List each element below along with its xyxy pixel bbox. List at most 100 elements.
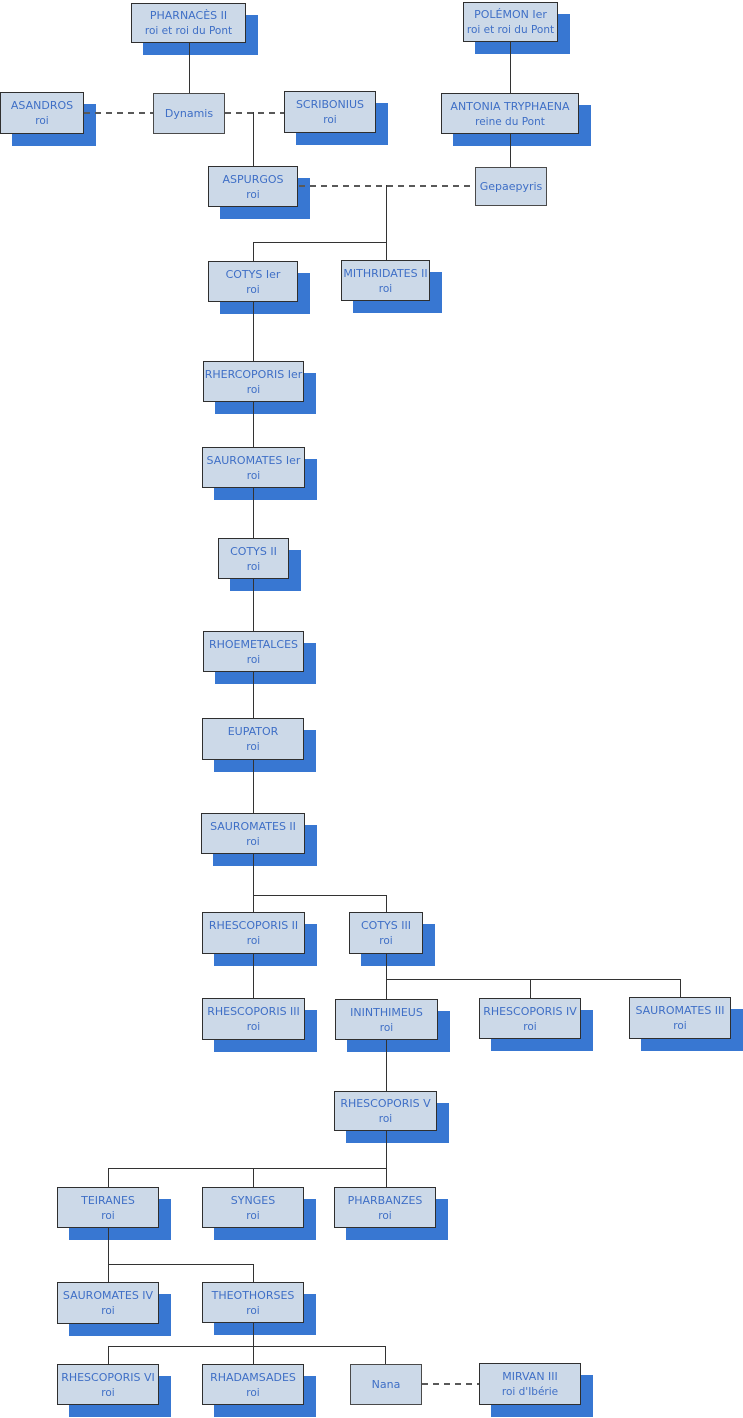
person-name: SAUROMATES II bbox=[210, 819, 296, 833]
connector-branch-nana bbox=[385, 1346, 386, 1364]
node-asandros: ASANDROS roi bbox=[0, 92, 84, 134]
connector-branch-sauromates4 bbox=[108, 1264, 109, 1282]
person-name: RHESCOPORIS II bbox=[208, 919, 299, 932]
person-name: PHARNACÈS II bbox=[149, 9, 228, 22]
connector-cotys1-rhercoporis1 bbox=[253, 302, 254, 361]
connector-branch-synges bbox=[253, 1168, 254, 1187]
node-rhescoporis-vi: RHESCOPORIS VI roi bbox=[57, 1364, 159, 1405]
node-eupator: EUPATOR roi bbox=[202, 718, 304, 760]
node-mirvan-iii: MIRVAN III roi d'Ibérie bbox=[479, 1363, 581, 1405]
connector-pharnaces-dynamis bbox=[189, 43, 190, 93]
connector-cotys3-drop bbox=[386, 954, 387, 979]
connector-bar-cotys3-children bbox=[386, 979, 680, 980]
connector-branch-mithridates2 bbox=[386, 242, 387, 260]
person-role: roi bbox=[673, 1020, 687, 1032]
person-name: ANTONIA TRYPHAENA bbox=[450, 99, 570, 113]
node-rhoemetalces: RHOEMETALCES roi bbox=[203, 631, 304, 672]
person-name: POLÉMON Ier bbox=[474, 8, 547, 21]
person-role: roi bbox=[101, 1305, 115, 1317]
person-role: roi bbox=[246, 835, 260, 848]
node-scribonius: SCRIBONIUS roi bbox=[284, 91, 376, 133]
person-role: roi bbox=[523, 1020, 537, 1033]
connector-sauromates1-cotys2 bbox=[253, 488, 254, 538]
person-name: ININTHIMEUS bbox=[350, 1005, 423, 1019]
person-name: RHESCOPORIS IV bbox=[483, 1004, 577, 1018]
connector-ininthimeus-rhescoporis5 bbox=[386, 1040, 387, 1091]
node-rhercoporis-ier: RHERCOPORIS Ier roi bbox=[203, 361, 304, 402]
person-name: PHARBANZES bbox=[347, 1193, 423, 1207]
node-pharbanzes: PHARBANZES roi bbox=[334, 1187, 436, 1228]
node-sauromates-iv: SAUROMATES IV roi bbox=[57, 1282, 159, 1324]
connector-dynamis-aspurgos bbox=[253, 112, 254, 166]
connector-rhescoporis2-rhescoporis3 bbox=[253, 954, 254, 998]
node-rhescoporis-iii: RHESCOPORIS III roi bbox=[202, 998, 305, 1040]
connector-rhoemetalces-eupator bbox=[253, 672, 254, 718]
connector-bar-teiranes-children bbox=[108, 1264, 254, 1265]
connector-branch-ininthimeus bbox=[386, 979, 387, 999]
marriage-dynamis-scribonius bbox=[225, 112, 284, 114]
node-pharnaces-ii: PHARNACÈS II roi et roi du Pont bbox=[131, 3, 246, 43]
marriage-asandros-dynamis bbox=[84, 112, 153, 114]
person-role: roi et roi du Pont bbox=[144, 25, 233, 37]
person-name: ASPURGOS bbox=[222, 172, 284, 186]
person-name: COTYS II bbox=[230, 544, 277, 558]
node-gepaepyris: Gepaepyris bbox=[475, 167, 547, 206]
connector-rhercoporis1-sauromates1 bbox=[253, 402, 254, 447]
person-name: Dynamis bbox=[164, 106, 214, 120]
connector-branch-rhadamsades bbox=[253, 1346, 254, 1364]
person-role: roi et roi du Pont bbox=[466, 24, 555, 36]
node-rhescoporis-v: RHESCOPORIS V roi bbox=[334, 1091, 437, 1131]
person-name: RHOEMETALCES bbox=[208, 637, 299, 651]
person-name: ASANDROS bbox=[10, 99, 74, 112]
node-cotys-iii: COTYS III roi bbox=[349, 912, 423, 954]
person-name: RHESCOPORIS VI bbox=[61, 1370, 155, 1384]
node-mithridates-ii: MITHRIDATES II roi bbox=[341, 260, 430, 301]
person-role: roi bbox=[378, 282, 393, 295]
person-name: SAUROMATES IV bbox=[62, 1289, 154, 1302]
person-role: roi bbox=[246, 1386, 260, 1399]
person-role: roi bbox=[246, 560, 261, 573]
person-role: roi bbox=[246, 741, 260, 753]
person-name: SAUROMATES III bbox=[635, 1004, 725, 1017]
person-role: roi bbox=[35, 115, 49, 127]
node-sauromates-ii: SAUROMATES II roi bbox=[201, 813, 305, 854]
node-rhadamsades: RHADAMSADES roi bbox=[202, 1364, 304, 1405]
node-teiranes: TEIRANES roi bbox=[57, 1187, 159, 1228]
connector-bar-rhescoporis5-children bbox=[108, 1168, 387, 1169]
node-aspurgos: ASPURGOS roi bbox=[208, 166, 298, 207]
node-cotys-ii: COTYS II roi bbox=[218, 538, 289, 579]
person-role: roi bbox=[246, 1209, 260, 1222]
node-sauromates-iii: SAUROMATES III roi bbox=[629, 997, 731, 1039]
person-role: roi bbox=[246, 383, 261, 396]
connector-cotys2-rhoemetalces bbox=[253, 579, 254, 631]
connector-branch-theothorses bbox=[253, 1264, 254, 1282]
person-role: reine du Pont bbox=[475, 115, 545, 128]
node-ininthimeus: ININTHIMEUS roi bbox=[335, 999, 438, 1040]
connector-branch-rhescoporis4 bbox=[530, 979, 531, 998]
person-name: Nana bbox=[371, 1377, 401, 1391]
person-name: THEOTHORSES bbox=[211, 1288, 295, 1302]
person-name: RHESCOPORIS V bbox=[340, 1097, 431, 1110]
person-role: roi bbox=[246, 283, 260, 296]
person-role: roi bbox=[246, 653, 261, 666]
connector-antonia-gepaepyris bbox=[510, 134, 511, 167]
person-name: MIRVAN III bbox=[502, 1370, 558, 1383]
connector-bar-theothorses-children bbox=[108, 1346, 386, 1347]
node-dynamis: Dynamis bbox=[153, 93, 225, 134]
node-rhescoporis-ii: RHESCOPORIS II roi bbox=[202, 912, 305, 954]
marriage-nana-mirvan3 bbox=[422, 1383, 479, 1385]
connector-teiranes-drop bbox=[108, 1228, 109, 1264]
person-name: RHESCOPORIS III bbox=[207, 1005, 300, 1018]
connector-polemon-antonia bbox=[510, 42, 511, 93]
node-cotys-ier: COTYS Ier roi bbox=[208, 261, 298, 302]
person-role: roi bbox=[246, 188, 260, 201]
person-role: roi bbox=[246, 1021, 261, 1033]
person-name: TEIRANES bbox=[81, 1193, 135, 1207]
connector-theothorses-drop bbox=[253, 1323, 254, 1346]
person-name: SAUROMATES Ier bbox=[206, 453, 301, 467]
person-name: SYNGES bbox=[230, 1193, 276, 1207]
person-role: roi bbox=[246, 935, 261, 947]
node-polemon-ier: POLÉMON Ier roi et roi du Pont bbox=[463, 2, 558, 42]
connector-sauromates2-drop bbox=[253, 854, 254, 895]
